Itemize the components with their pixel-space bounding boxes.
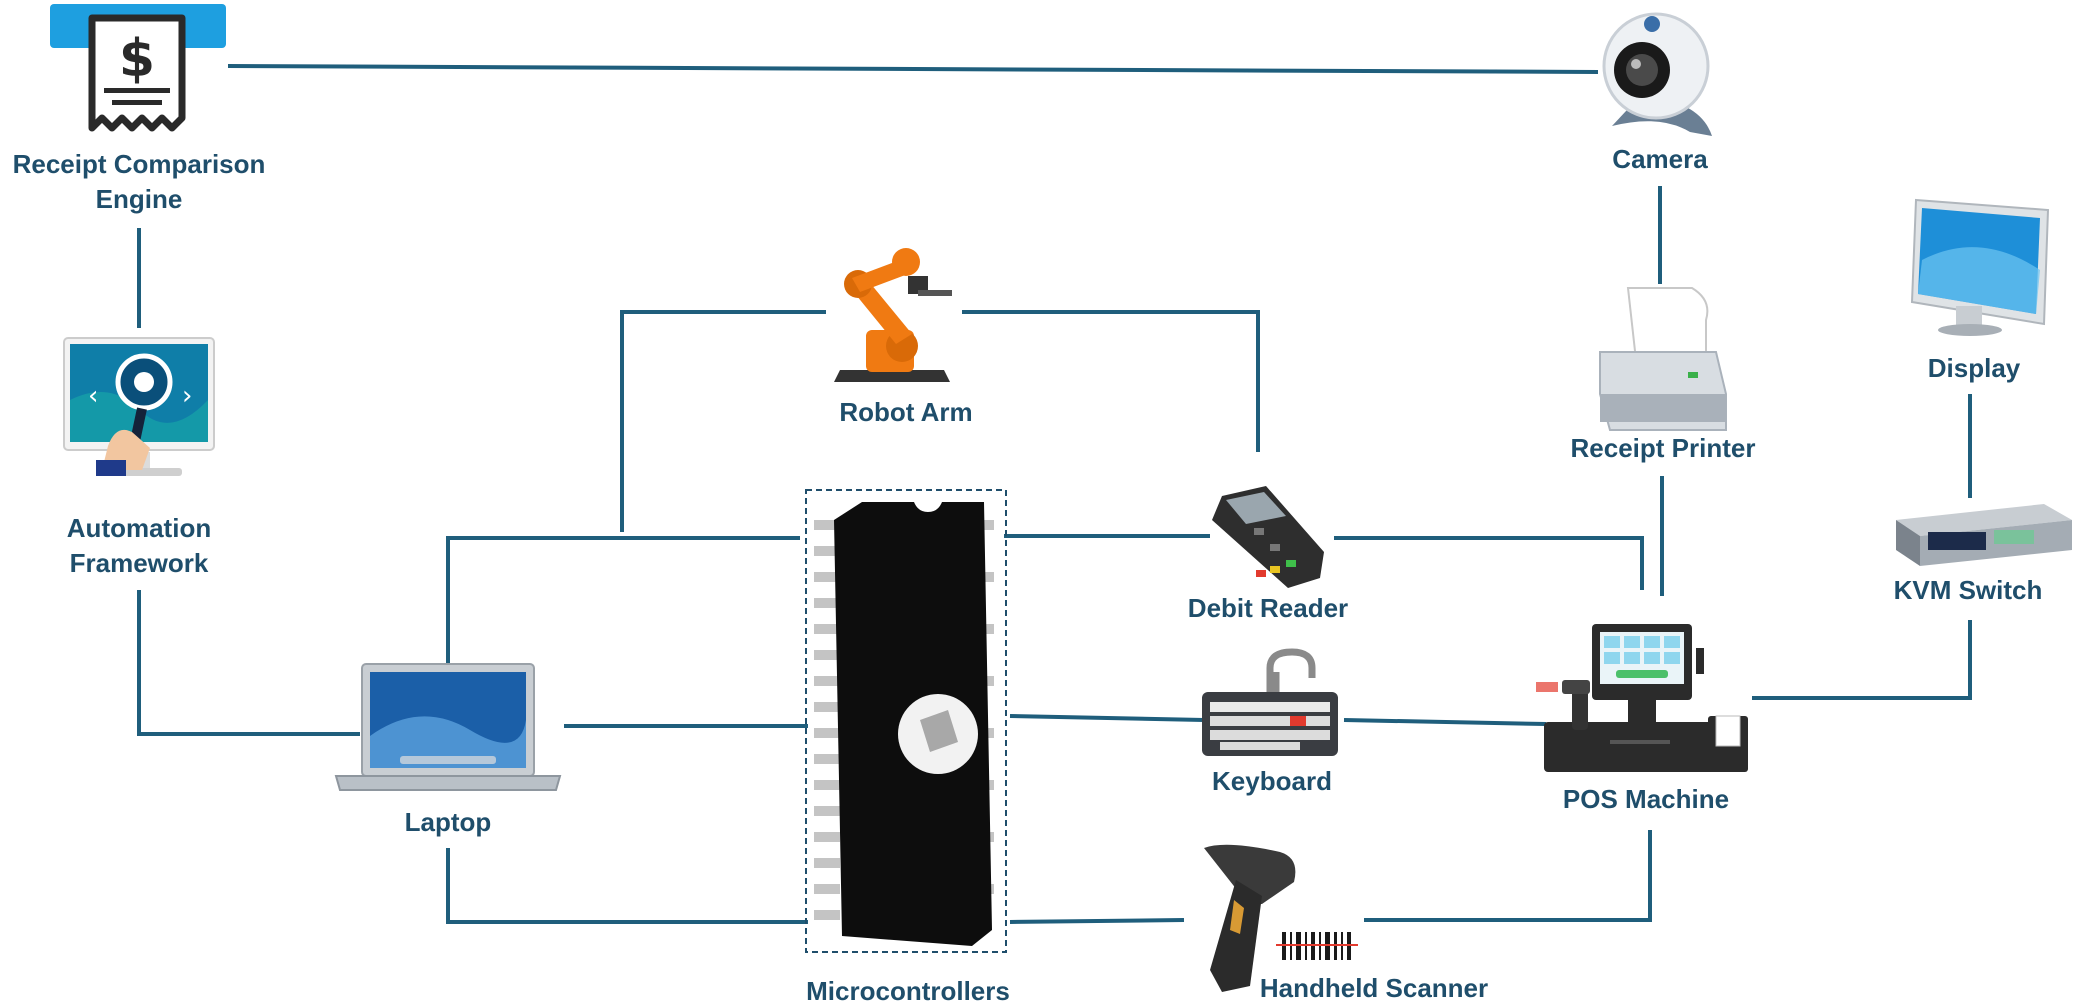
svg-text:$: $ xyxy=(119,29,155,89)
automation-label-1: Automation xyxy=(67,513,211,543)
display-icon xyxy=(1910,198,2050,336)
wire-robot-right xyxy=(962,310,1260,452)
handheld-scanner-icon xyxy=(1204,844,1358,992)
wire-automation-laptop xyxy=(137,590,360,736)
receipt-engine-label-2: Engine xyxy=(96,184,183,214)
wire-kvm-pos xyxy=(1752,620,1972,700)
receipt-printer-label: Receipt Printer xyxy=(1571,433,1756,463)
connections xyxy=(137,64,1972,924)
receipt-engine-label-1: Receipt Comparison xyxy=(13,149,266,179)
wire-keyboard-pos xyxy=(1343,718,1547,726)
handheld-scanner-label: Handheld Scanner xyxy=(1260,973,1488,1003)
kvm-switch-icon xyxy=(1896,504,2072,566)
microcontrollers-icon xyxy=(805,489,1007,953)
camera-icon xyxy=(1602,12,1712,136)
pos-machine-icon xyxy=(1536,624,1748,772)
laptop-icon xyxy=(334,663,562,791)
microcontrollers-label: Microcontrollers xyxy=(806,976,1010,1006)
camera-label: Camera xyxy=(1612,144,1708,174)
wire-robot-left xyxy=(620,310,826,532)
wire-laptop-mcu-bottom xyxy=(446,848,808,924)
debit-reader-icon xyxy=(1212,486,1324,588)
barcode-icon xyxy=(1276,932,1358,960)
display-label: Display xyxy=(1928,353,2021,383)
pos-machine-label: POS Machine xyxy=(1563,784,1729,814)
debit-reader-label: Debit Reader xyxy=(1188,593,1348,623)
svg-text:‹: ‹ xyxy=(88,381,98,411)
keyboard-label: Keyboard xyxy=(1212,766,1332,796)
wire-engine-camera xyxy=(227,64,1599,74)
mcu-pins xyxy=(814,520,994,920)
robot-arm-icon xyxy=(834,248,952,382)
robot-arm-label: Robot Arm xyxy=(839,397,972,427)
wire-laptop-mcu-top xyxy=(446,536,800,664)
kvm-switch-label: KVM Switch xyxy=(1894,575,2043,605)
wire-debit-pos xyxy=(1334,536,1644,590)
keyboard-icon xyxy=(1202,648,1338,756)
receipt-printer-icon xyxy=(1599,287,1727,431)
wire-mcu-keyboard xyxy=(1009,714,1205,722)
wire-scanner-pos xyxy=(1364,830,1652,922)
receipt-engine-icon: $ xyxy=(50,4,226,132)
wire-mcu-scanner xyxy=(1009,918,1185,924)
automation-label-2: Framework xyxy=(70,548,209,578)
svg-text:›: › xyxy=(182,381,192,411)
laptop-label: Laptop xyxy=(405,807,492,837)
automation-framework-icon: ‹ › xyxy=(63,337,215,476)
